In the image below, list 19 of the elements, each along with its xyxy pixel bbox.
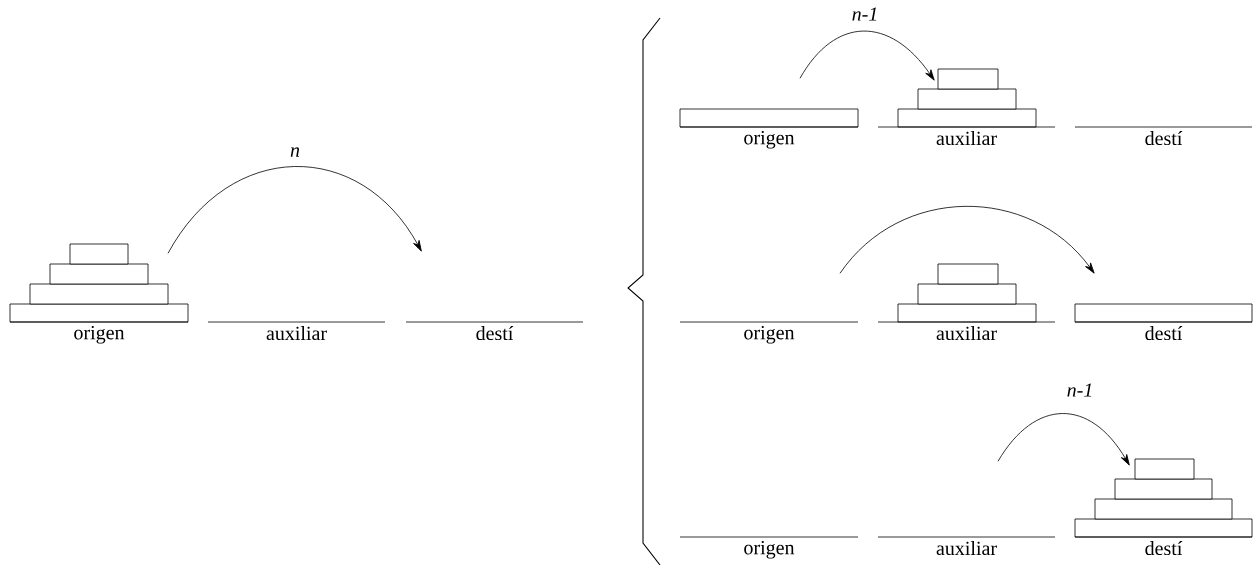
peg: destí — [1074, 321, 1253, 341]
edge-label: n-1 — [1067, 383, 1092, 397]
arrow — [799, 30, 935, 81]
peg: origen — [679, 126, 859, 149]
peg: destí — [1074, 126, 1253, 146]
arrow — [839, 205, 1095, 274]
arrow — [997, 413, 1130, 466]
edge-label: n — [290, 147, 300, 157]
peg: auxiliar — [207, 321, 386, 341]
peg: origen — [9, 321, 189, 344]
edge-label: n-1 — [852, 7, 877, 21]
peg: destí — [405, 321, 584, 341]
peg: auxiliar — [877, 126, 1056, 146]
peg: destí — [1074, 536, 1253, 556]
peg: auxiliar — [877, 321, 1056, 341]
peg: origen — [679, 321, 859, 344]
peg: origen — [679, 536, 859, 559]
peg: auxiliar — [877, 536, 1056, 556]
arrow — [167, 166, 422, 254]
